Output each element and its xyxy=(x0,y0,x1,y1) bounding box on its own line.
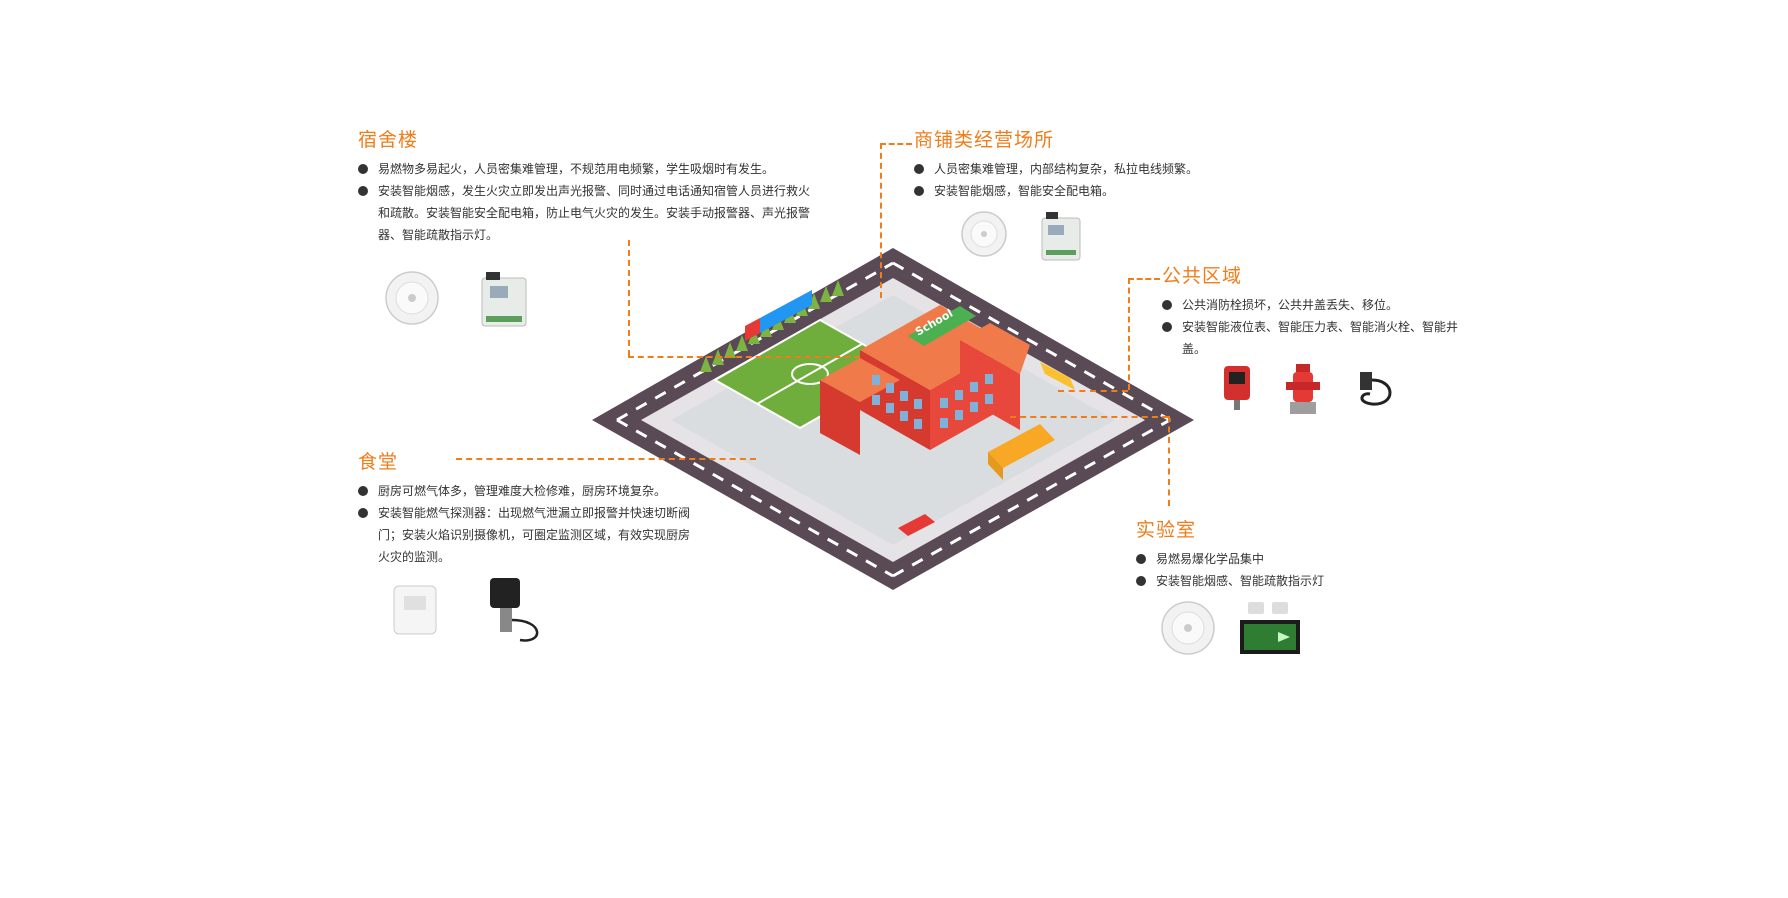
pressure-sensor-icon xyxy=(1360,372,1392,406)
bullet-item: 易燃物多易起火，人员密集难管理，不规范用电频繁，学生吸烟时有发生。 xyxy=(358,158,818,180)
leader-canteen xyxy=(456,458,756,460)
leader-dorm xyxy=(628,240,630,356)
section-canteen: 食堂 厨房可燃气体多，管理难度大检修难，厨房环境复杂。 安装智能燃气探测器：出现… xyxy=(358,450,698,568)
public-devices xyxy=(1224,364,1392,414)
bullet-item: 人员密集难管理，内部结构复杂，私拉电线频繁。 xyxy=(914,158,1294,180)
bullet-item: 安装智能烟感，智能安全配电箱。 xyxy=(914,180,1294,202)
section-lab: 实验室 易燃易爆化学品集中 安装智能烟感、智能疏散指示灯 xyxy=(1136,518,1436,592)
smoke-detector-icon xyxy=(385,271,439,325)
school-building xyxy=(820,305,1030,455)
section-title: 公共区域 xyxy=(1162,265,1243,287)
section-title: 宿舍楼 xyxy=(358,129,419,151)
bullet-list: 易燃易爆化学品集中 安装智能烟感、智能疏散指示灯 xyxy=(1136,548,1436,592)
shutoff-valve-icon xyxy=(490,578,539,642)
smoke-detector-icon xyxy=(1161,601,1215,655)
gas-detector-icon xyxy=(393,585,437,635)
section-title: 食堂 xyxy=(358,451,399,473)
fire-hydrant-icon xyxy=(1286,364,1320,414)
section-shop: 商铺类经营场所 人员密集难管理，内部结构复杂，私拉电线频繁。 安装智能烟感，智能… xyxy=(914,128,1294,202)
bullet-item: 安装智能燃气探测器：出现燃气泄漏立即报警并快速切断阀门；安装火焰识别摄像机，可圈… xyxy=(358,502,698,568)
bullet-list: 易燃物多易起火，人员密集难管理，不规范用电频繁，学生吸烟时有发生。 安装智能烟感… xyxy=(358,158,818,246)
leader-lab xyxy=(1010,416,1168,418)
smoke-detector-icon xyxy=(961,211,1007,257)
section-public: 公共区域 公共消防栓损坏，公共井盖丢失、移位。 安装智能液位表、智能压力表、智能… xyxy=(1162,264,1462,360)
bullet-list: 人员密集难管理，内部结构复杂，私拉电线频繁。 安装智能烟感，智能安全配电箱。 xyxy=(914,158,1294,202)
bullet-item: 安装智能烟感、智能疏散指示灯 xyxy=(1136,570,1436,592)
canteen-devices xyxy=(393,578,539,642)
taxi-car xyxy=(1040,362,1075,390)
section-title: 商铺类经营场所 xyxy=(914,129,1055,151)
bullet-list: 公共消防栓损坏，公共井盖丢失、移位。 安装智能液位表、智能压力表、智能消火栓、智… xyxy=(1162,294,1462,360)
bullet-item: 安装智能烟感，发生火灾立即发出声光报警、同时通过电话通知宿管人员进行救火和疏散。… xyxy=(358,180,818,246)
bullet-list: 厨房可燃气体多，管理难度大检修难，厨房环境复杂。 安装智能燃气探测器：出现燃气泄… xyxy=(358,480,698,568)
dorm-devices xyxy=(385,271,527,327)
leader-shop xyxy=(880,143,912,145)
lab-devices xyxy=(1161,601,1300,655)
leader-lab-v xyxy=(1168,416,1170,506)
bullet-item: 公共消防栓损坏，公共井盖丢失、移位。 xyxy=(1162,294,1462,316)
leader-dorm-h xyxy=(628,356,860,358)
distribution-box-icon xyxy=(481,272,527,327)
leader-shop-v xyxy=(880,143,882,298)
bullet-item: 易燃易爆化学品集中 xyxy=(1136,548,1436,570)
bullet-item: 安装智能液位表、智能压力表、智能消火栓、智能井盖。 xyxy=(1162,316,1462,360)
distribution-box-icon xyxy=(1041,212,1081,261)
delivery-truck xyxy=(745,290,812,341)
leader-public xyxy=(1128,278,1160,280)
leader-public-h2 xyxy=(1058,390,1128,392)
bullet-item: 厨房可燃气体多，管理难度大检修难，厨房环境复杂。 xyxy=(358,480,698,502)
emergency-exit-light-icon xyxy=(1240,602,1300,654)
red-car xyxy=(898,514,935,536)
school-bus xyxy=(988,424,1055,480)
liquid-level-meter-icon xyxy=(1224,366,1250,410)
leader-public-v xyxy=(1128,278,1130,390)
shop-devices xyxy=(961,211,1081,261)
section-dorm: 宿舍楼 易燃物多易起火，人员密集难管理，不规范用电频繁，学生吸烟时有发生。 安装… xyxy=(358,128,818,246)
section-title: 实验室 xyxy=(1136,519,1197,541)
